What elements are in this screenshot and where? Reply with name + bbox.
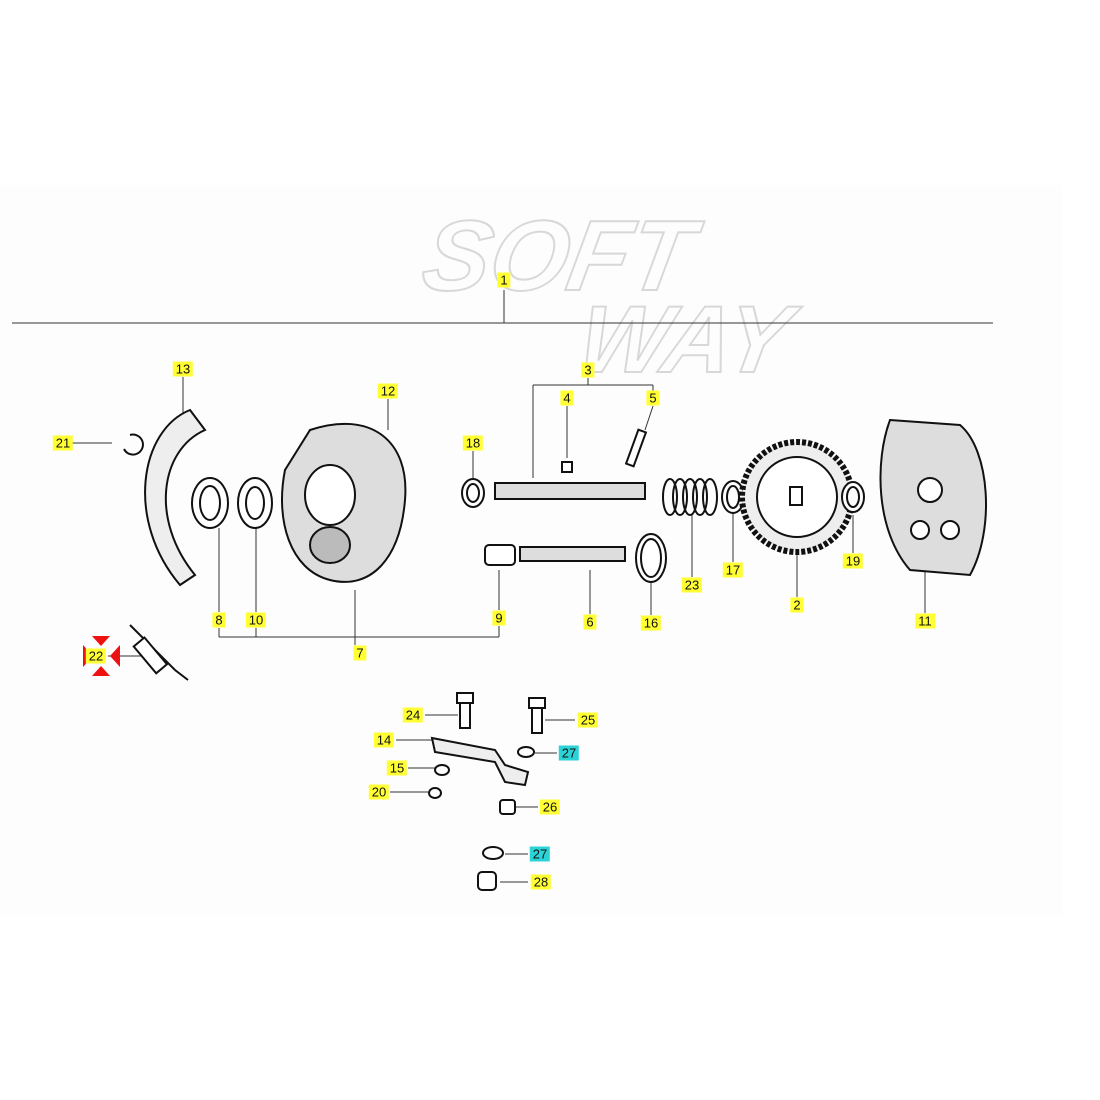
callout-2[interactable]: 2 bbox=[790, 597, 804, 613]
callout-14[interactable]: 14 bbox=[373, 732, 395, 748]
callout-8[interactable]: 8 bbox=[212, 612, 226, 628]
pin-part bbox=[624, 428, 648, 468]
callout-6[interactable]: 6 bbox=[583, 614, 597, 630]
callout-9[interactable]: 9 bbox=[492, 610, 506, 626]
selection-marker bbox=[83, 636, 120, 676]
bolt-24-part bbox=[459, 699, 471, 729]
callout-11[interactable]: 11 bbox=[915, 613, 935, 629]
callout-13[interactable]: 13 bbox=[172, 361, 194, 377]
callout-3[interactable]: 3 bbox=[581, 362, 595, 378]
callout-4[interactable]: 4 bbox=[560, 390, 574, 406]
callout-27[interactable]: 27 bbox=[558, 745, 580, 761]
leader-lines bbox=[12, 290, 993, 883]
callout-24[interactable]: 24 bbox=[402, 707, 424, 723]
callout-19[interactable]: 19 bbox=[842, 553, 864, 569]
callout-22[interactable]: 22 bbox=[85, 648, 107, 664]
callout-15[interactable]: 15 bbox=[386, 760, 408, 776]
callout-17[interactable]: 17 bbox=[722, 562, 744, 578]
watermark-line1: SOFT bbox=[415, 201, 709, 312]
circlip-part bbox=[123, 433, 144, 456]
callout-1[interactable]: 1 bbox=[497, 272, 511, 288]
pinion-shaft-part bbox=[519, 546, 626, 562]
washer-27a-part bbox=[517, 746, 535, 758]
nut-26-part bbox=[499, 799, 516, 815]
callout-25[interactable]: 25 bbox=[577, 712, 599, 728]
washer-15-part bbox=[434, 764, 450, 776]
callout-10[interactable]: 10 bbox=[245, 612, 267, 628]
callout-12[interactable]: 12 bbox=[377, 383, 399, 399]
bolt-25-part bbox=[531, 704, 543, 734]
ball-part bbox=[561, 461, 573, 473]
watermark-line2: WAY bbox=[571, 287, 807, 393]
parts bbox=[123, 408, 988, 891]
clip-20-part bbox=[428, 787, 442, 799]
nut-28-part bbox=[477, 871, 497, 891]
shaft-part bbox=[494, 482, 646, 500]
callout-23[interactable]: 23 bbox=[681, 577, 703, 593]
callout-27[interactable]: 27 bbox=[529, 846, 551, 862]
callout-28[interactable]: 28 bbox=[530, 874, 552, 890]
brake-shoe-part bbox=[144, 408, 207, 587]
washer-27b-part bbox=[482, 846, 504, 860]
bushing-part bbox=[484, 544, 516, 566]
callout-16[interactable]: 16 bbox=[640, 615, 662, 631]
spring-washers-part bbox=[662, 478, 718, 516]
callout-7[interactable]: 7 bbox=[353, 645, 367, 661]
lever-plate-part bbox=[430, 736, 530, 787]
callout-18[interactable]: 18 bbox=[462, 435, 484, 451]
callout-26[interactable]: 26 bbox=[539, 799, 561, 815]
callout-21[interactable]: 21 bbox=[52, 435, 74, 451]
callout-5[interactable]: 5 bbox=[646, 390, 660, 406]
callout-20[interactable]: 20 bbox=[368, 784, 390, 800]
soft-way-watermark: SOFT WAY bbox=[414, 200, 808, 394]
